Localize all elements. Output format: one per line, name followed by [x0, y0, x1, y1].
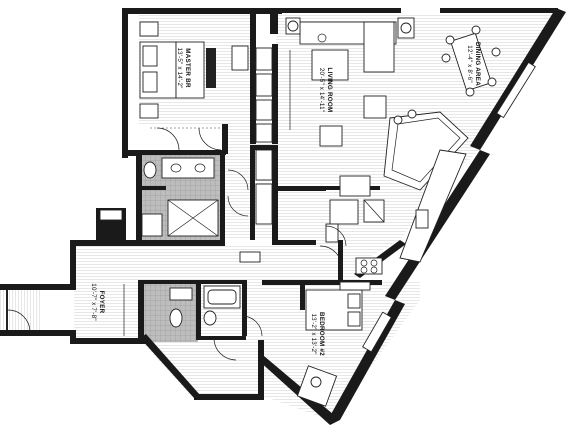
stool [393, 115, 403, 125]
closet-unit [255, 183, 273, 225]
window [496, 61, 536, 119]
range [355, 257, 383, 275]
window [362, 311, 392, 353]
vanity [161, 157, 215, 179]
living-furniture [285, 17, 415, 147]
nightstand [139, 103, 159, 119]
bedroom2-furniture [296, 281, 392, 407]
sink [194, 163, 206, 173]
stool [407, 109, 417, 119]
tub [141, 213, 163, 237]
closet-unit [255, 123, 273, 143]
dishwasher [415, 209, 429, 229]
dining-chair [487, 77, 497, 87]
dining-chair [471, 25, 481, 35]
bedroom2-name: BEDROOM #2 [318, 312, 325, 356]
dining-chair [491, 47, 501, 57]
door-swing [227, 169, 249, 191]
pantry [325, 223, 339, 243]
dining-table [450, 32, 492, 92]
lamp [400, 22, 412, 34]
pillow [142, 71, 158, 93]
dining-chair [441, 53, 451, 63]
closet-unit [255, 149, 273, 181]
toilet [143, 161, 157, 179]
sofa-chaise [363, 21, 395, 73]
closet [339, 281, 371, 291]
bath2-fixtures [169, 285, 263, 361]
room-labels: MASTER BR 13'-5" x 14'-2" LIVING ROOM 20… [90, 42, 481, 356]
door-swing [213, 337, 237, 361]
coffee-table [311, 49, 349, 81]
dining-furniture [441, 25, 536, 119]
door-swing [198, 127, 222, 151]
armchair [319, 125, 343, 147]
console [239, 251, 261, 263]
master-room-name: MASTER BR [184, 48, 191, 88]
entry-door-swing [7, 309, 31, 333]
closets [227, 47, 273, 225]
closet-unit [255, 47, 273, 71]
vanity [169, 287, 193, 301]
closet-unit [255, 99, 273, 121]
lamp [287, 20, 299, 32]
armchair [363, 95, 387, 119]
desk-chair [310, 376, 322, 388]
foyer-details [6, 209, 343, 336]
door-swing [241, 315, 263, 337]
bed-blanket [175, 41, 205, 99]
foyer-dims: 10'-7" x 7'-8" [90, 283, 97, 320]
dining-area-name: DINING AREA [474, 42, 481, 86]
bedroom2-dims: 13'-2" x 13'-2" [310, 313, 317, 354]
dining-chair [465, 87, 475, 97]
door-swing [156, 127, 180, 151]
door-swing [227, 195, 249, 217]
door-swing [319, 245, 343, 269]
sink [203, 310, 217, 326]
master-furniture [139, 21, 249, 151]
toilet [169, 308, 183, 328]
pillow [142, 45, 158, 67]
closet-unit [255, 73, 273, 97]
bench [99, 209, 123, 221]
kitchen [325, 109, 469, 275]
kitchen-counter [399, 149, 467, 263]
fridge [329, 199, 359, 225]
bench [206, 48, 216, 88]
nightstand [139, 21, 159, 37]
master-bath-fixtures [141, 157, 219, 237]
chair [231, 45, 249, 71]
foyer-name: FOYER [98, 291, 105, 314]
dining-area-dims: 12'-4" x 8'-6" [466, 45, 473, 82]
sink [170, 163, 182, 173]
living-room-name: LIVING ROOM [326, 68, 333, 113]
living-room-dims: 20'-5" x 14'-11" [318, 68, 325, 112]
counter [339, 175, 371, 197]
dining-chair [445, 35, 455, 45]
door-swing [325, 225, 347, 247]
master-room-dims: 13'-5" x 14'-2" [176, 47, 183, 88]
